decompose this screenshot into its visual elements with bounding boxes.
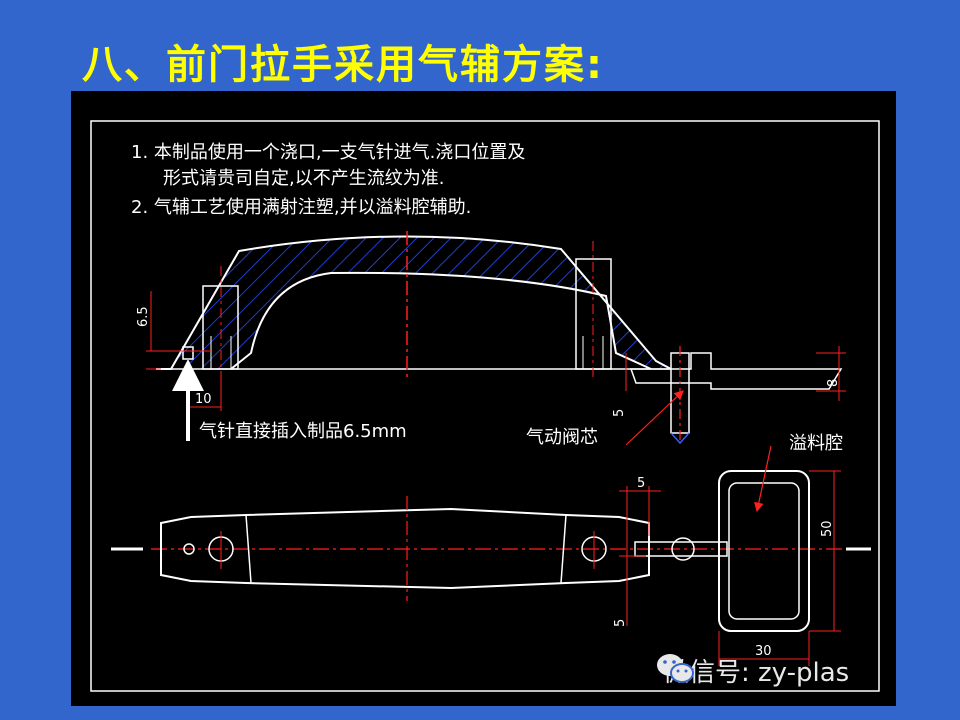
dim-runner-thickness: 8 (826, 379, 841, 387)
dim-cavity-height: 50 (820, 520, 835, 537)
note-line-1: 1. 本制品使用一个浇口,一支气针进气.浇口位置及 (131, 142, 525, 163)
cad-drawing-panel: 1. 本制品使用一个浇口,一支气针进气.浇口位置及 形式请贵司自定,以不产生流纹… (71, 91, 896, 706)
handle-side-view (156, 231, 672, 381)
dim-top-width: 5 (637, 476, 645, 491)
cad-drawing: 1. 本制品使用一个浇口,一支气针进气.浇口位置及 形式请贵司自定,以不产生流纹… (90, 120, 880, 692)
handle-top-view (111, 445, 871, 632)
top-view-dimensions: 5 5 50 30 (613, 470, 841, 666)
gas-valve-core-label: 气动阀芯 (526, 427, 598, 448)
slide-title: 八、前门拉手采用气辅方案: (82, 42, 604, 88)
note-line-3: 2. 气辅工艺使用满射注塑,并以溢料腔辅助. (131, 197, 471, 218)
note-line-2: 形式请贵司自定,以不产生流纹为准. (163, 168, 444, 189)
runner-and-gas-valve (625, 346, 843, 446)
wechat-watermark: 微信号: zy-plas (655, 652, 849, 689)
drawing-frame (90, 120, 880, 692)
side-view-dimensions: 6.5 10 5 8 (136, 291, 846, 417)
dim-needle-depth: 6.5 (136, 306, 151, 327)
dim-cavity-width: 30 (755, 644, 772, 659)
dim-valve-height: 5 (612, 409, 627, 417)
overflow-cavity-label: 溢料腔 (789, 433, 843, 454)
dim-needle-offset: 10 (195, 392, 212, 407)
watermark-text: 微信号: zy-plas (663, 658, 850, 688)
gas-needle-label: 气针直接插入制品6.5mm (199, 421, 407, 442)
dim-bottom-height: 5 (613, 619, 628, 627)
